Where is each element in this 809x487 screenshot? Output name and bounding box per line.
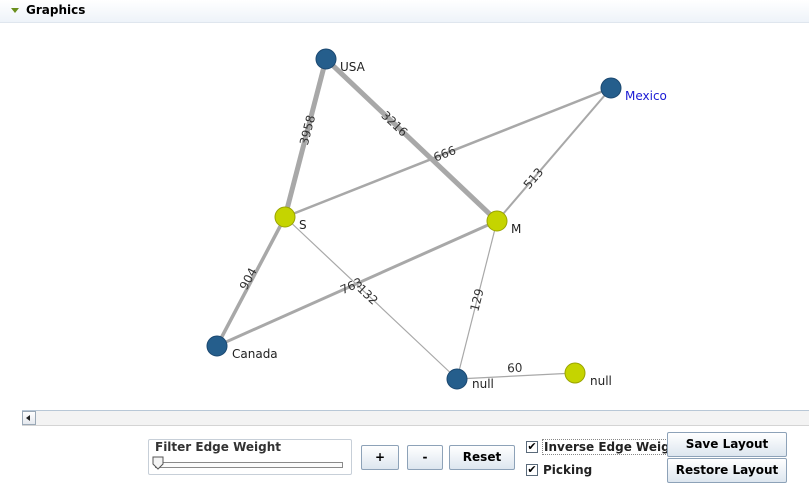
node-label-s: S bbox=[299, 218, 307, 232]
graph-edge[interactable] bbox=[456, 372, 576, 380]
graph-node-s[interactable] bbox=[274, 206, 296, 228]
graph-edge[interactable] bbox=[215, 216, 287, 347]
minus-button[interactable]: - bbox=[407, 445, 443, 470]
checkmark-icon: ✔ bbox=[527, 440, 537, 453]
edge-weight-label: 666 bbox=[432, 143, 458, 164]
graph-node-mexico[interactable] bbox=[600, 77, 622, 99]
node-label-canada: Canada bbox=[232, 347, 278, 361]
graph-edge[interactable] bbox=[282, 58, 329, 218]
node-label-mexico: Mexico bbox=[625, 89, 667, 103]
filter-edge-weight-label: Filter Edge Weight bbox=[153, 440, 284, 454]
node-label-null1: null bbox=[472, 377, 494, 391]
edge-weight-label: 3958 bbox=[297, 114, 318, 147]
reset-button[interactable]: Reset bbox=[449, 445, 515, 470]
plus-button[interactable]: + bbox=[361, 445, 399, 470]
inverse-edge-weight-label[interactable]: Inverse Edge Weight bbox=[542, 439, 686, 455]
graph-node-m[interactable] bbox=[486, 210, 508, 232]
graphics-panel-header[interactable]: Graphics bbox=[0, 0, 809, 23]
graph-node-null2[interactable] bbox=[564, 362, 586, 384]
graph-edge[interactable] bbox=[496, 87, 612, 222]
edge-weight-label: 129 bbox=[467, 287, 486, 313]
graph-node-usa[interactable] bbox=[315, 48, 337, 70]
arrow-left-icon bbox=[26, 415, 30, 421]
horizontal-scrollbar[interactable] bbox=[22, 410, 809, 426]
node-label-m: M bbox=[511, 222, 521, 236]
collapse-triangle-icon[interactable] bbox=[11, 8, 19, 13]
filter-slider-thumb[interactable] bbox=[152, 456, 164, 470]
graph-edge[interactable] bbox=[324, 57, 499, 223]
node-label-null2: null bbox=[590, 374, 612, 388]
controls-panel: Filter Edge Weight + - Reset ✔ Inverse E… bbox=[22, 427, 809, 487]
graph-edge[interactable] bbox=[284, 86, 612, 219]
graph-edge[interactable] bbox=[284, 216, 458, 380]
graph-edge[interactable] bbox=[216, 219, 498, 348]
panel-title: Graphics bbox=[26, 3, 86, 17]
filter-edge-weight-group: Filter Edge Weight bbox=[148, 439, 352, 475]
picking-label[interactable]: Picking bbox=[543, 463, 593, 477]
graph-node-null1[interactable] bbox=[446, 368, 468, 390]
checkmark-icon: ✔ bbox=[527, 463, 537, 476]
picking-checkbox[interactable]: ✔ bbox=[526, 464, 538, 476]
graph-edge[interactable] bbox=[456, 220, 498, 380]
edge-weight-label: 60 bbox=[507, 361, 523, 376]
graph-edges bbox=[215, 57, 612, 380]
inverse-edge-weight-checkbox[interactable]: ✔ bbox=[526, 441, 538, 453]
filter-slider-track[interactable] bbox=[155, 462, 343, 468]
node-label-usa: USA bbox=[340, 60, 366, 74]
scroll-left-button[interactable] bbox=[22, 411, 36, 425]
save-layout-button[interactable]: Save Layout bbox=[667, 432, 787, 457]
restore-layout-button[interactable]: Restore Layout bbox=[667, 458, 787, 483]
graph-node-canada[interactable] bbox=[206, 335, 228, 357]
